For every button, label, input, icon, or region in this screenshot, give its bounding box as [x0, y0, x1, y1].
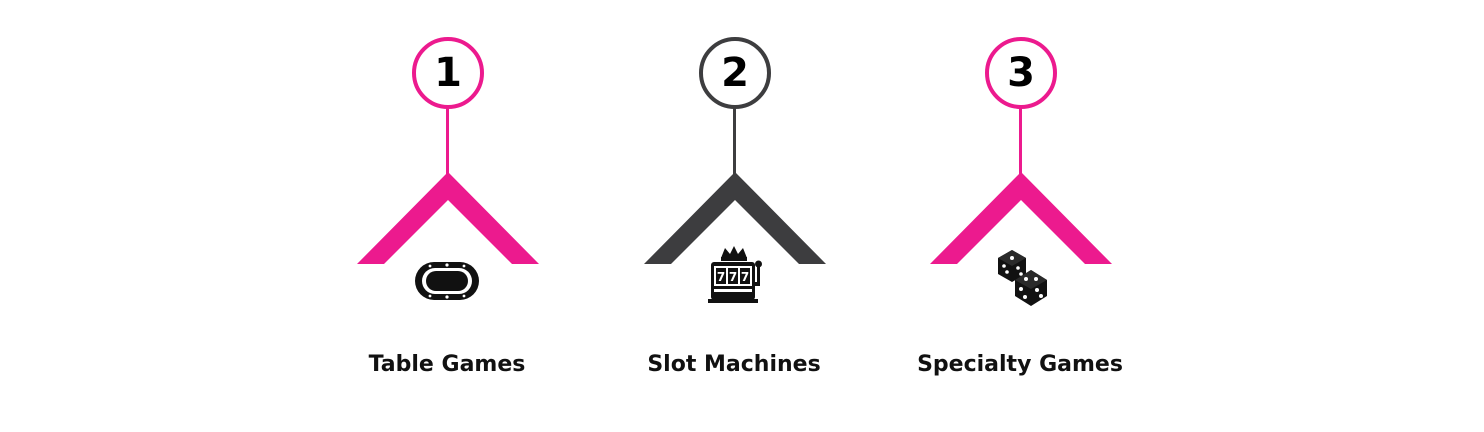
step-number: 1 [434, 50, 462, 96]
chevron-roof-icon [930, 172, 1112, 264]
step-number-circle: 3 [985, 37, 1057, 109]
step-number: 2 [721, 50, 749, 96]
poker-table-icon [415, 262, 479, 300]
step-3: 3 Specialty Games [900, 0, 1140, 432]
step-number-circle: 1 [412, 37, 484, 109]
chevron-roof-icon [357, 172, 539, 264]
step-2: 2 7 7 7 Slot Machines [614, 0, 854, 432]
connector-line [733, 108, 736, 176]
connector-line [1019, 108, 1022, 176]
step-number-circle: 2 [699, 37, 771, 109]
chevron-roof-icon [644, 172, 826, 264]
step-label: Specialty Games [917, 352, 1123, 377]
svg-text:7: 7 [741, 270, 749, 284]
connector-line [446, 108, 449, 176]
step-label: Slot Machines [647, 352, 821, 377]
dice-icon [998, 250, 1047, 306]
step-number: 3 [1007, 50, 1035, 96]
step-label: Table Games [368, 352, 526, 377]
slot-machine-icon: 7 7 7 [708, 246, 762, 303]
svg-text:7: 7 [717, 270, 725, 284]
svg-text:7: 7 [729, 270, 737, 284]
step-1: 1 Table Games [327, 0, 567, 432]
